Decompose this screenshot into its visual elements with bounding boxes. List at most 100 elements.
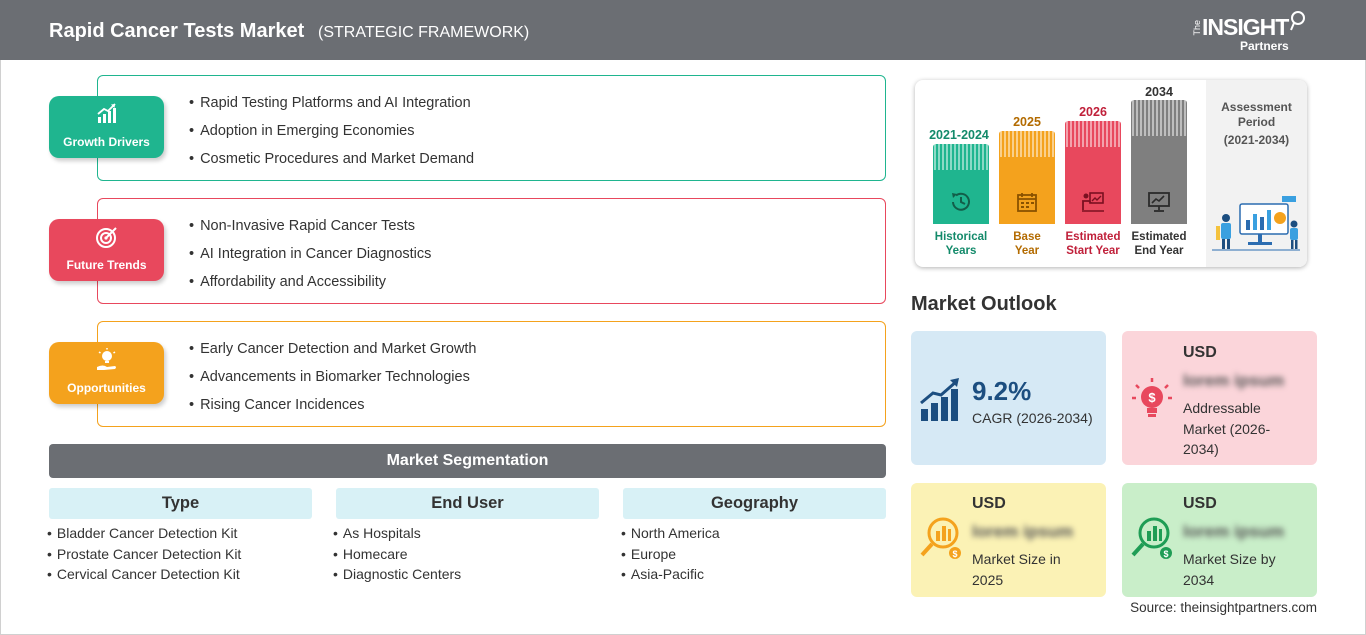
list-item: Non-Invasive Rapid Cancer Tests — [189, 218, 431, 246]
svg-text:$: $ — [952, 549, 957, 559]
timeline-year-base: 2025 — [1013, 115, 1041, 129]
growth-drivers-badge: Growth Drivers — [49, 96, 164, 158]
segment-list-end-user: As Hospitals Homecare Diagnostic Centers — [333, 525, 461, 587]
logo-magnifier-icon — [1290, 11, 1305, 31]
timeline-label-start: Estimated Start Year — [1061, 230, 1125, 258]
list-item: Rapid Testing Platforms and AI Integrati… — [189, 95, 474, 123]
timeline-year-historical: 2021-2024 — [929, 128, 989, 142]
opportunities-box: Early Cancer Detection and Market Growth… — [97, 321, 886, 427]
size-2034-value: lorem ipsum — [1183, 522, 1285, 541]
timeline-label-historical: Historical Years — [925, 230, 997, 258]
addressable-market-card: USD lorem ipsum $ Addressable Market (20… — [1122, 331, 1317, 465]
size-2034-currency: USD — [1183, 495, 1217, 512]
future-trends-list: Non-Invasive Rapid Cancer Tests AI Integ… — [189, 218, 431, 302]
segment-list-type: Bladder Cancer Detection Kit Prostate Ca… — [47, 525, 241, 587]
size-2034-label: Market Size by 2034 — [1183, 551, 1276, 588]
timeline-bar-start — [1065, 121, 1121, 224]
lightbulb-dollar-icon: $ — [1132, 378, 1172, 417]
bar-stripes — [934, 144, 988, 170]
segment-heading-end-user: End User — [336, 488, 599, 519]
source-credit: Source: theinsightpartners.com — [1130, 600, 1317, 615]
list-item: Diagnostic Centers — [333, 566, 461, 587]
cagr-label: CAGR (2026-2034) — [972, 410, 1093, 426]
list-item: Early Cancer Detection and Market Growth — [189, 341, 476, 369]
market-outlook-title: Market Outlook — [911, 293, 1057, 315]
growth-drivers-list: Rapid Testing Platforms and AI Integrati… — [189, 95, 474, 179]
cagr-value: 9.2% — [972, 376, 1032, 406]
opportunities-list: Early Cancer Detection and Market Growth… — [189, 341, 477, 425]
list-item: Cervical Cancer Detection Kit — [47, 566, 241, 587]
list-item: Bladder Cancer Detection Kit — [47, 525, 241, 546]
growth-bars-icon — [920, 378, 959, 421]
page-title: Rapid Cancer Tests Market — [49, 20, 305, 42]
timeline-label-base: Base Year — [999, 230, 1055, 258]
logo-the-text: The — [1192, 20, 1202, 36]
market-size-2025-card: USD lorem ipsum $ Market Size in 2025 — [911, 483, 1106, 597]
analytics-team-illustration — [1212, 196, 1300, 251]
assessment-title: Assessment Period — [1221, 100, 1292, 129]
assessment-period-panel: Assessment Period (2021-2034) — [1206, 80, 1307, 267]
future-trends-badge: Future Trends — [49, 219, 164, 281]
cagr-card: 9.2% CAGR (2026-2034) — [911, 331, 1106, 465]
list-item: Adoption in Emerging Economies — [189, 123, 474, 151]
list-item: As Hospitals — [333, 525, 461, 546]
magnifier-chart-icon: $ — [1131, 517, 1172, 559]
history-icon — [952, 192, 970, 211]
calendar-icon — [1017, 193, 1037, 212]
list-item: Europe — [621, 546, 720, 567]
timeline-label-line: Years — [945, 245, 977, 257]
segment-list-geography: North America Europe Asia-Pacific — [621, 525, 720, 587]
growth-drivers-label: Growth Drivers — [63, 135, 150, 149]
list-item: Prostate Cancer Detection Kit — [47, 546, 241, 567]
size-2025-label: Market Size in 2025 — [972, 551, 1061, 588]
timeline-bar-historical — [933, 144, 989, 224]
list-item: Asia-Pacific — [621, 566, 720, 587]
timeline-bar-base — [999, 131, 1055, 224]
growth-chart-icon — [97, 103, 116, 123]
lightbulb-hand-icon — [97, 348, 116, 370]
size-2025-currency: USD — [972, 495, 1006, 512]
timeline-label-line: Estimated — [1131, 231, 1187, 243]
bar-stripes — [1000, 131, 1054, 157]
opportunities-label: Opportunities — [67, 381, 146, 395]
list-item: Rising Cancer Incidences — [189, 397, 477, 425]
growth-drivers-box: Rapid Testing Platforms and AI Integrati… — [97, 75, 886, 181]
list-item: Cosmetic Procedures and Market Demand — [189, 151, 474, 179]
size-2025-value: lorem ipsum — [972, 522, 1074, 541]
bar-stripes — [1066, 121, 1120, 147]
page-header: Rapid Cancer Tests Market (STRATEGIC FRA… — [0, 0, 1366, 60]
timeline-label-line: Estimated — [1065, 231, 1121, 243]
list-item: Affordability and Accessibility — [189, 274, 431, 302]
addressable-value: lorem ipsum — [1183, 371, 1285, 390]
svg-text:$: $ — [1163, 549, 1168, 559]
timeline-label-line: End Year — [1134, 245, 1184, 257]
timeline-year-end: 2034 — [1145, 85, 1173, 99]
opportunities-badge: Opportunities — [49, 342, 164, 404]
future-trends-label: Future Trends — [66, 258, 147, 272]
svg-text:$: $ — [1148, 390, 1156, 405]
segment-heading-type: Type — [49, 488, 312, 519]
segmentation-title: Market Segmentation — [49, 444, 886, 478]
addressable-label: Addressable Market (2026-2034) — [1183, 400, 1271, 457]
addressable-currency: USD — [1183, 344, 1217, 361]
page-subtitle: (STRATEGIC FRAMEWORK) — [318, 24, 530, 41]
logo-partners-text: Partners — [1240, 39, 1289, 53]
timeline-bar-end — [1131, 100, 1187, 224]
bar-stripes — [1132, 100, 1186, 136]
timeline-label-line: Historical — [934, 231, 988, 243]
assessment-period: (2021-2034) — [1223, 133, 1290, 147]
timeline-label-line: Start Year — [1066, 245, 1120, 257]
timeline-label-line: Base — [1013, 231, 1041, 243]
monitor-chart-icon — [1148, 192, 1170, 212]
presentation-icon — [1082, 192, 1104, 212]
timeline-label-line: Year — [1014, 245, 1040, 257]
insight-partners-logo[interactable]: The INSIGHT Partners — [1192, 10, 1310, 54]
list-item: AI Integration in Cancer Diagnostics — [189, 246, 431, 274]
market-size-2034-card: USD lorem ipsum $ Market Size by 2034 — [1122, 483, 1317, 597]
timeline-label-end: Estimated End Year — [1127, 230, 1191, 258]
magnifier-chart-icon: $ — [920, 517, 961, 559]
list-item: Advancements in Biomarker Technologies — [189, 369, 477, 397]
future-trends-box: Non-Invasive Rapid Cancer Tests AI Integ… — [97, 198, 886, 304]
timeline-year-start: 2026 — [1079, 105, 1107, 119]
segment-heading-geography: Geography — [623, 488, 886, 519]
